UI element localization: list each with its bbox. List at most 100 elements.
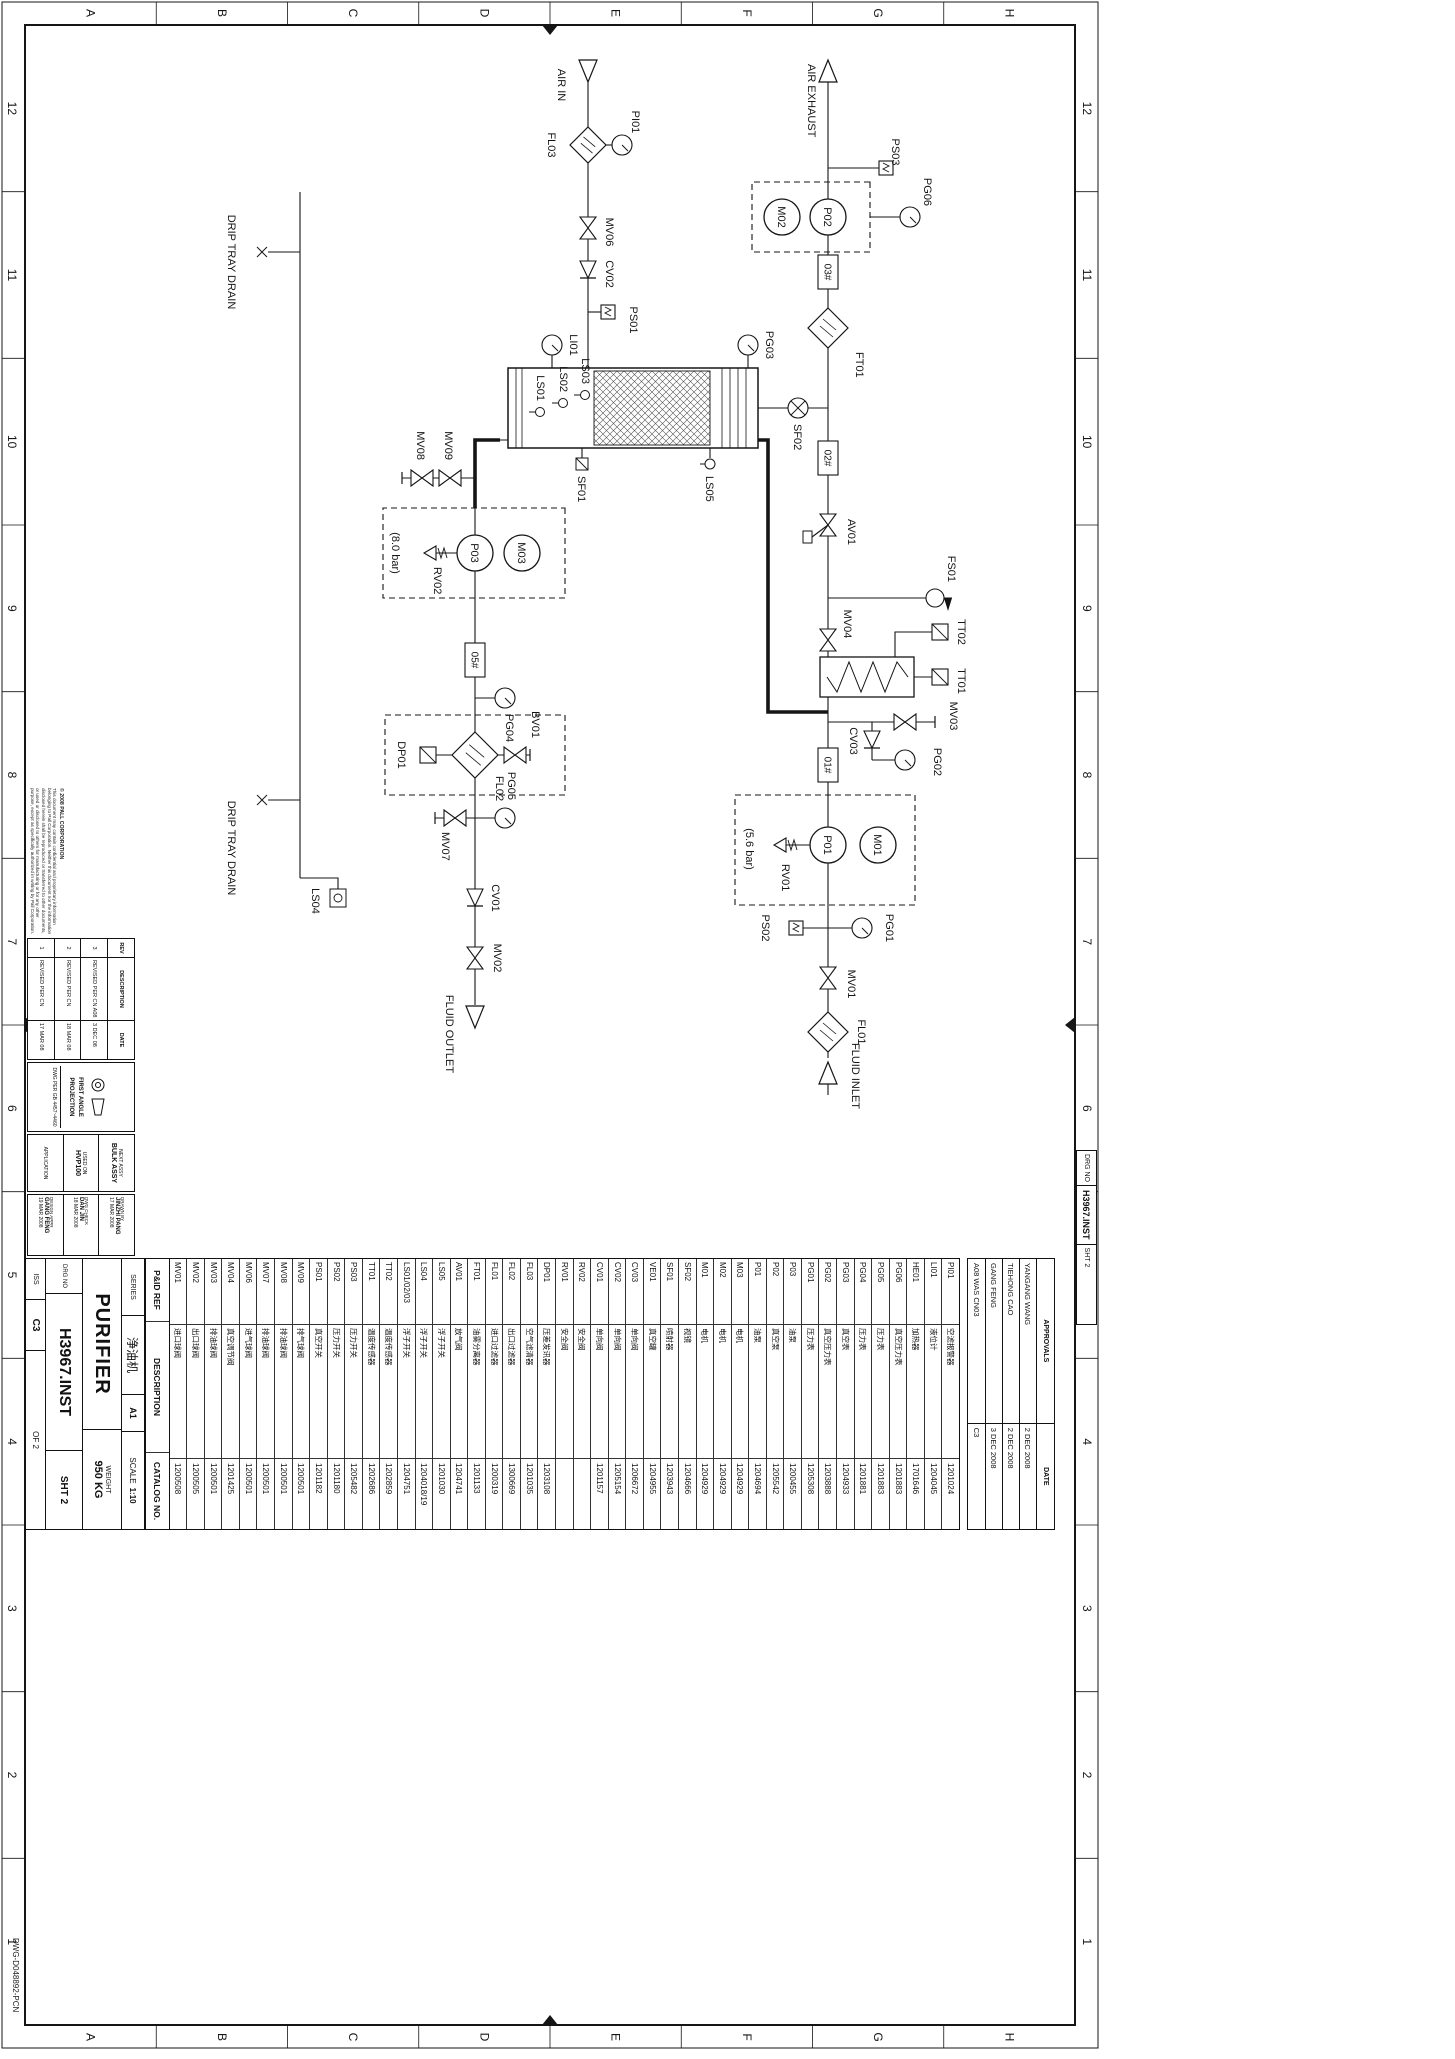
parts-ref: RV02 — [573, 1259, 591, 1325]
signature-date: 17 MAR 2008 — [108, 1197, 115, 1228]
grid-number-bottom-9: 9 — [5, 605, 19, 612]
title-block-row-4: ISS C3 OF 2 — [26, 1259, 45, 1529]
parts-catalog-no — [574, 1459, 591, 1529]
parts-header-description: DESCRIPTION — [146, 1322, 169, 1453]
check-valve-cv03 — [863, 730, 881, 750]
label-mv04: MV04 — [841, 610, 853, 639]
parts-catalog-no: 1201157 — [594, 1463, 604, 1494]
grid-letter-left-B: B — [215, 9, 229, 17]
pressure-switch-spring-ps01 — [603, 306, 613, 317]
parts-description: 安全阀 — [573, 1325, 591, 1459]
pid-diagram: 121211111010998877665544332211HHGGFFEEDD… — [1, 1, 1099, 2049]
series-label: SERIES — [122, 1259, 144, 1316]
parts-ref: FL01 — [485, 1259, 503, 1325]
drain-x-mark — [256, 794, 268, 806]
parts-catalog-no: 1200501 — [296, 1463, 306, 1495]
label-rv01: RV01 — [779, 864, 791, 891]
parts-description: 真空表 — [837, 1325, 854, 1459]
assembly-boundary-2 — [382, 507, 566, 599]
margin-drg-no-box: DRG NO H3967.INST SHT 2 — [1076, 1150, 1097, 1325]
parts-catalog-no: 1201883 — [875, 1463, 885, 1495]
gauge-needle-li01 — [551, 344, 559, 352]
parts-catalog-no: 1204751 — [401, 1463, 411, 1495]
grid-number-top-4: 4 — [1080, 1438, 1094, 1445]
parts-ref: PS03 — [345, 1259, 362, 1325]
projection-box: FIRST ANGLE PROJECTION DWG PER GB 4457~4… — [27, 1062, 135, 1132]
parts-ref: M02 — [714, 1259, 731, 1325]
parts-ref: FT01 — [468, 1259, 485, 1325]
parts-description: 单向阀 — [626, 1325, 643, 1459]
parts-ref: SF01 — [661, 1259, 678, 1325]
label-rv02: RV02 — [431, 567, 443, 594]
title-block-row-3: DRG NO H3967.INST SHT 2 — [45, 1259, 82, 1529]
valve-actuator-av01 — [802, 530, 813, 544]
pipe-line-33 — [811, 524, 829, 538]
grid-number-top-10: 10 — [1080, 435, 1094, 449]
grid-number-top-2: 2 — [1080, 1772, 1094, 1779]
parts-ref: MV02 — [187, 1259, 204, 1325]
parts-ref: MV07 — [257, 1259, 275, 1325]
port-box-text-05: 05# — [469, 652, 480, 669]
copyright-line-2: belonging to Pall Corporation. Neither t… — [46, 788, 52, 935]
parts-ref: PS02 — [327, 1259, 345, 1325]
main-oil-line-0 — [758, 438, 828, 714]
rev-col-header: REV — [108, 939, 134, 958]
grid-letter-right-G: G — [871, 2032, 885, 2041]
parts-description: 电机 — [731, 1325, 749, 1459]
weight-label: WEIGHT — [104, 1465, 112, 1494]
parts-catalog-no: 1204929 — [717, 1463, 727, 1495]
label-drip-tray-drain: DRIP TRAY DRAIN — [225, 801, 237, 896]
filter-symbol-ft01 — [807, 307, 849, 349]
parts-description: 油泵 — [749, 1325, 766, 1459]
check-valve-cv01 — [466, 888, 484, 908]
parts-description: 压力开关 — [327, 1325, 345, 1459]
temp-transmitter-diag-tt02 — [931, 623, 949, 641]
flow-arrow-air-in — [578, 59, 598, 84]
label-fl03: FL03 — [545, 132, 557, 157]
label-pi01: PI01 — [629, 111, 641, 134]
parts-ref: MV03 — [204, 1259, 222, 1325]
label-tt01: TT01 — [955, 668, 967, 694]
label-ft01: FT01 — [853, 352, 865, 378]
parts-catalog-no: 1203943 — [665, 1463, 675, 1495]
parts-catalog-no: 1202686 — [366, 1463, 376, 1495]
parts-ref: SF02 — [679, 1259, 696, 1325]
parts-catalog-no: 1200508 — [173, 1463, 183, 1495]
motor-m01 — [859, 826, 897, 864]
parts-description: 压力开关 — [345, 1325, 362, 1459]
label-sf01: SF01 — [575, 476, 587, 502]
motor-m02 — [763, 198, 801, 236]
rev-date: 3 DEC 08 — [91, 1023, 98, 1047]
projection-label-1: FIRST ANGLE — [77, 1077, 84, 1117]
label-dp01: DP01 — [395, 741, 407, 769]
grid-number-bottom-4: 4 — [5, 1438, 19, 1445]
approver-name: TIEHONG CAO — [1003, 1259, 1019, 1424]
margin-drg-no-label: DRG NO — [1077, 1151, 1096, 1186]
parts-catalog-no: 1201030 — [436, 1463, 446, 1495]
next-assy-cell: NEXT ASSY BULK ASSY — [98, 1135, 134, 1191]
parts-description: 真空开关 — [310, 1325, 327, 1459]
pump-p01 — [809, 826, 847, 864]
rev-desc-header: DESCRIPTION — [108, 958, 134, 1021]
